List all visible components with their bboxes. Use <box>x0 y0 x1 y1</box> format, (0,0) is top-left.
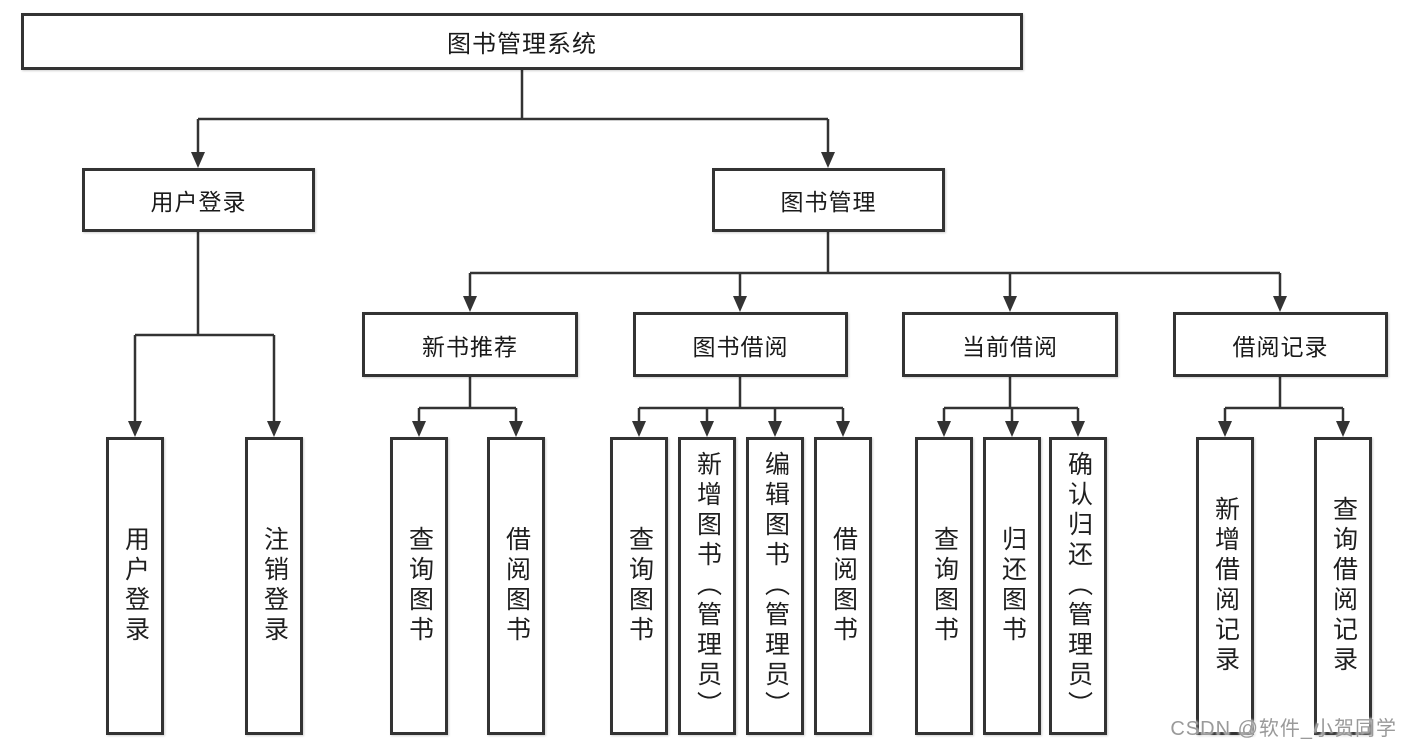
node-label: 借阅记录 <box>1232 333 1329 360</box>
leaf-logout: 注销登录 <box>245 437 303 735</box>
leaf-label: 新增借阅记录 <box>1211 496 1240 676</box>
node-current-borrowing: 当前借阅 <box>902 312 1118 377</box>
leaf-label: 确认归还（管理员） <box>1064 451 1093 721</box>
node-library-management-system: 图书管理系统 <box>21 13 1023 70</box>
node-label: 图书管理 <box>780 189 877 215</box>
node-user-login: 用户登录 <box>82 168 315 232</box>
leaf-label: 编辑图书（管理员） <box>761 451 790 721</box>
leaf-edit-books-admin: 编辑图书（管理员） <box>746 437 804 735</box>
node-new-book-recommendation: 新书推荐 <box>362 312 578 377</box>
leaf-borrow-books-recommend: 借阅图书 <box>487 437 545 735</box>
leaf-label: 归还图书 <box>998 526 1027 646</box>
leaf-add-borrow-record: 新增借阅记录 <box>1196 437 1254 735</box>
leaf-user-login: 用户登录 <box>106 437 164 735</box>
node-book-management: 图书管理 <box>712 168 945 232</box>
leaf-add-books-admin: 新增图书（管理员） <box>678 437 736 735</box>
leaf-borrow-books: 借阅图书 <box>814 437 872 735</box>
leaf-label: 借阅图书 <box>829 526 858 646</box>
leaf-return-books: 归还图书 <box>983 437 1041 735</box>
leaf-query-books-current: 查询图书 <box>915 437 973 735</box>
node-label: 图书管理系统 <box>447 31 597 58</box>
leaf-label: 查询图书 <box>405 526 434 646</box>
leaf-label: 注销登录 <box>260 526 289 646</box>
leaf-label: 查询图书 <box>625 526 654 646</box>
leaf-label: 查询借阅记录 <box>1329 496 1358 676</box>
node-label: 当前借阅 <box>962 333 1058 360</box>
leaf-label: 查询图书 <box>930 526 959 646</box>
leaf-label: 新增图书（管理员） <box>693 451 722 721</box>
csdn-watermark: CSDN @软件_小贺同学 <box>1170 718 1397 740</box>
leaf-query-books-recommend: 查询图书 <box>390 437 448 735</box>
leaf-confirm-return-admin: 确认归还（管理员） <box>1049 437 1107 735</box>
leaf-query-books-borrow: 查询图书 <box>610 437 668 735</box>
node-label: 图书借阅 <box>692 333 789 360</box>
leaf-label: 用户登录 <box>121 526 150 646</box>
leaf-query-borrow-record: 查询借阅记录 <box>1314 437 1372 735</box>
node-borrowing-records: 借阅记录 <box>1173 312 1388 377</box>
leaf-label: 借阅图书 <box>502 526 531 646</box>
node-label: 新书推荐 <box>422 333 518 360</box>
node-label: 用户登录 <box>150 189 247 215</box>
node-book-borrowing: 图书借阅 <box>633 312 848 377</box>
